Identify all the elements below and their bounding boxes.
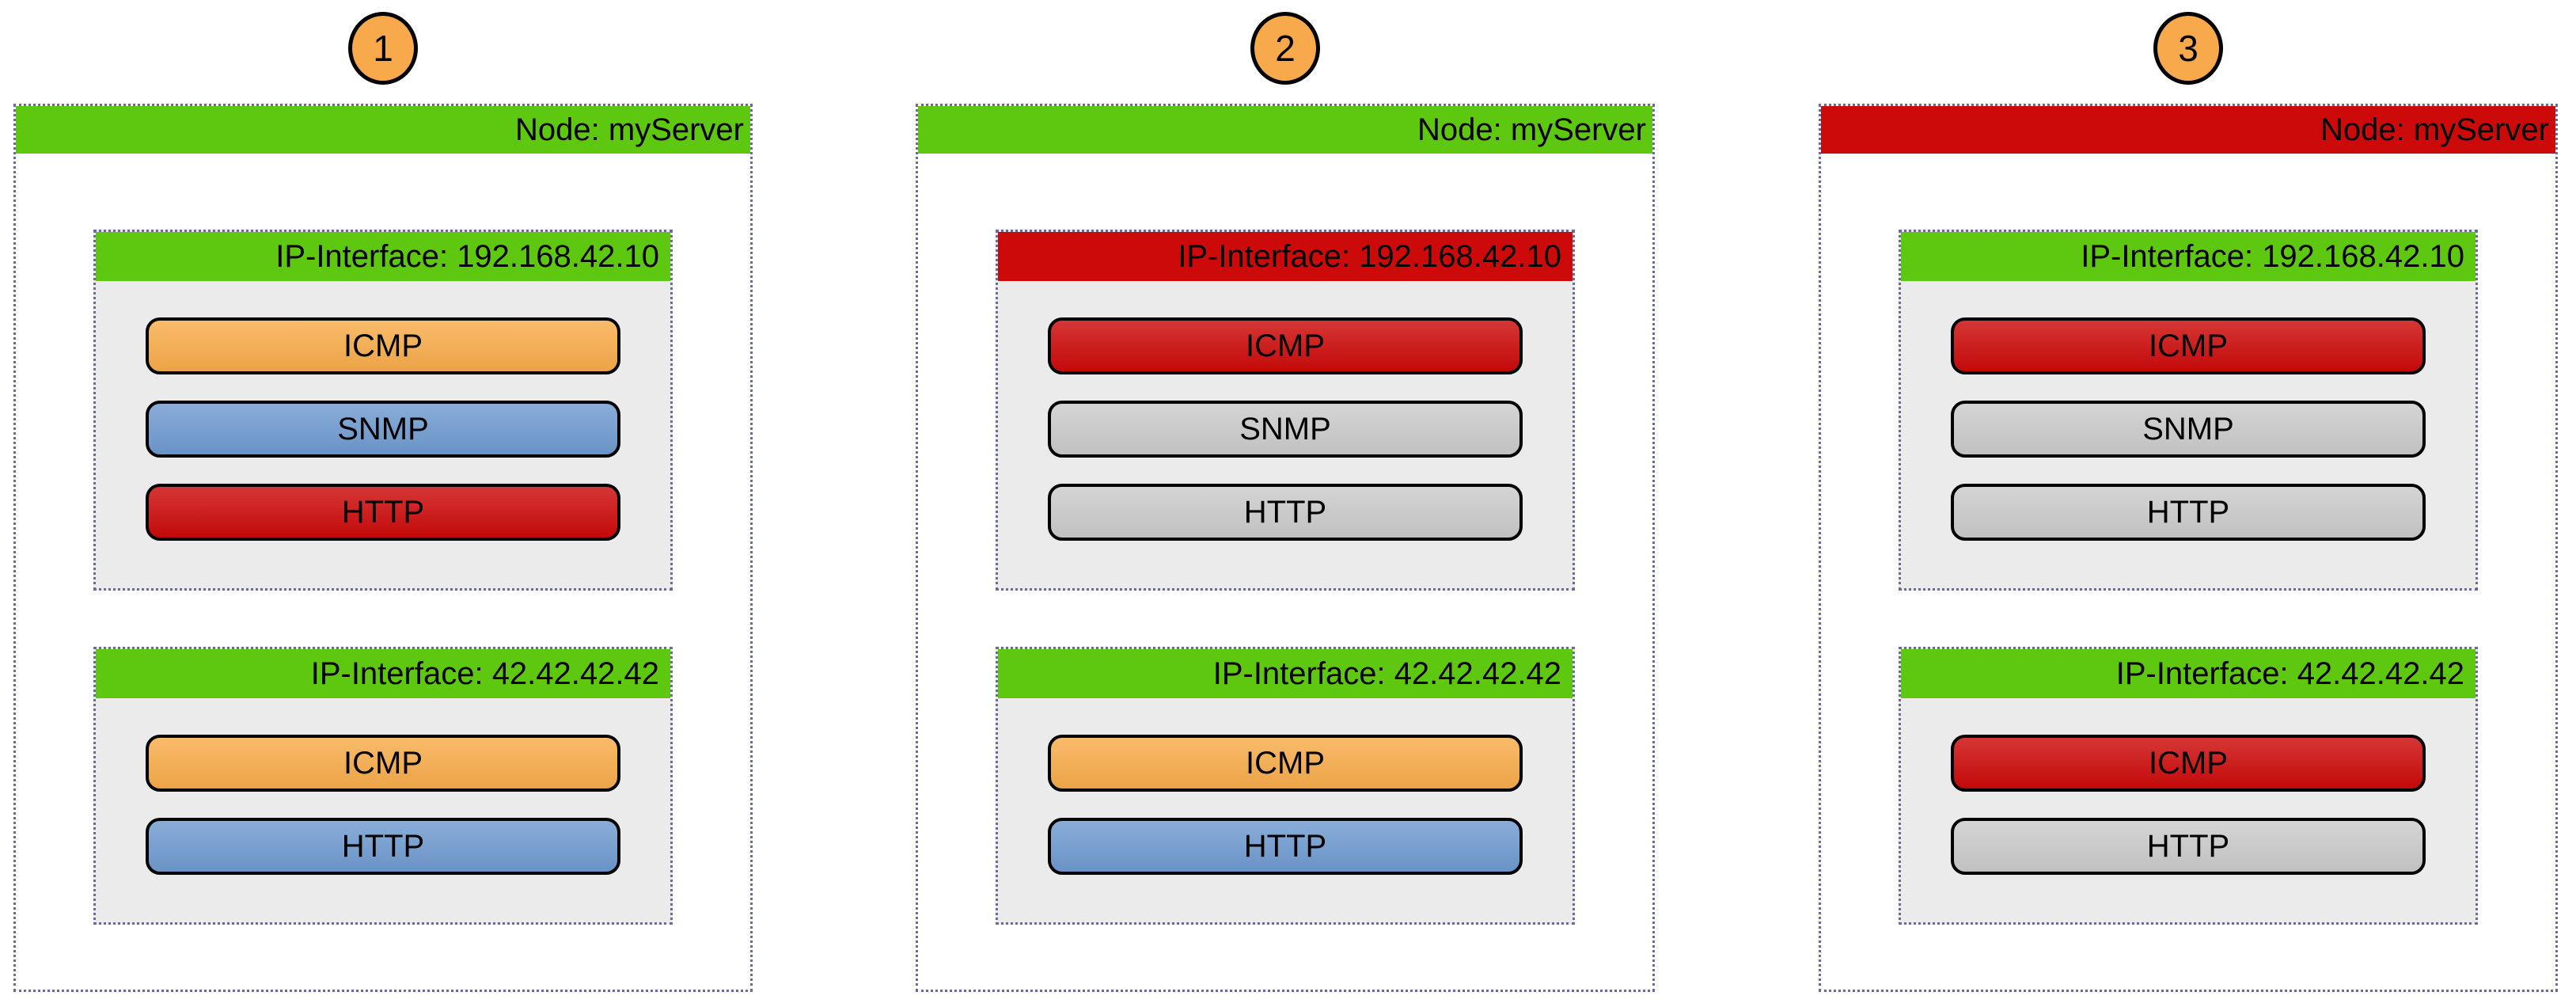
- service-pill: HTTP: [146, 818, 620, 875]
- service-pill: SNMP: [1048, 401, 1523, 458]
- service-pill: HTTP: [1048, 818, 1523, 875]
- node-header-bar: Node: myServer: [16, 106, 750, 154]
- step-number: 3: [2178, 28, 2199, 69]
- service-pill: SNMP: [146, 401, 620, 458]
- ip-interface-title: IP-Interface: 42.42.42.42: [310, 656, 659, 691]
- node-panel: 1 Node: myServer IP-Interface: 192.168.4…: [13, 12, 753, 992]
- ip-interface-header-bar: IP-Interface: 192.168.42.10: [96, 232, 670, 281]
- service-label: HTTP: [341, 494, 425, 530]
- service-label: ICMP: [343, 328, 423, 363]
- service-label: HTTP: [341, 828, 425, 864]
- node-box: Node: myServer IP-Interface: 192.168.42.…: [916, 104, 1655, 992]
- ip-interface-title: IP-Interface: 42.42.42.42: [1212, 656, 1561, 691]
- ip-interface-header-bar: IP-Interface: 42.42.42.42: [998, 649, 1573, 698]
- service-pill: ICMP: [1048, 735, 1523, 792]
- ip-interface-box: IP-Interface: 192.168.42.10 ICMP SNMP HT…: [996, 230, 1575, 591]
- ip-interface-header-bar: IP-Interface: 42.42.42.42: [1901, 649, 2475, 698]
- ip-interface-body: ICMP SNMP HTTP: [96, 281, 670, 588]
- service-pill: HTTP: [1048, 484, 1523, 541]
- ip-interface-body: ICMP HTTP: [96, 698, 670, 922]
- ip-interface-header-bar: IP-Interface: 42.42.42.42: [96, 649, 670, 698]
- node-title: Node: myServer: [515, 112, 744, 147]
- service-label: SNMP: [2142, 411, 2234, 446]
- service-pill: ICMP: [146, 317, 620, 374]
- service-pill: HTTP: [1951, 818, 2426, 875]
- ip-interface-body: ICMP SNMP HTTP: [1901, 281, 2475, 588]
- node-title: Node: myServer: [2320, 112, 2549, 147]
- ip-interface-box: IP-Interface: 42.42.42.42 ICMP HTTP: [996, 647, 1575, 925]
- ip-interface-body: ICMP HTTP: [1901, 698, 2475, 922]
- service-label: ICMP: [1246, 328, 1325, 363]
- service-pill: ICMP: [1048, 317, 1523, 374]
- ip-interface-header-bar: IP-Interface: 192.168.42.10: [1901, 232, 2475, 281]
- service-pill: ICMP: [146, 735, 620, 792]
- ip-interface-title: IP-Interface: 192.168.42.10: [1178, 238, 1561, 274]
- step-number-badge: 1: [348, 12, 418, 85]
- node-box: Node: myServer IP-Interface: 192.168.42.…: [13, 104, 753, 992]
- node-body: IP-Interface: 192.168.42.10 ICMP SNMP HT…: [1821, 154, 2555, 925]
- step-number: 2: [1275, 28, 1296, 69]
- ip-interface-box: IP-Interface: 192.168.42.10 ICMP SNMP HT…: [1899, 230, 2478, 591]
- ip-interface-body: ICMP SNMP HTTP: [998, 281, 1573, 588]
- node-header-bar: Node: myServer: [918, 106, 1652, 154]
- ip-interface-box: IP-Interface: 42.42.42.42 ICMP HTTP: [93, 647, 673, 925]
- ip-interface-title: IP-Interface: 42.42.42.42: [2115, 656, 2464, 691]
- step-number-badge: 2: [1250, 12, 1320, 85]
- step-number-badge: 3: [2153, 12, 2223, 85]
- node-panel: 2 Node: myServer IP-Interface: 192.168.4…: [916, 12, 1655, 992]
- service-label: HTTP: [1243, 828, 1327, 864]
- node-body: IP-Interface: 192.168.42.10 ICMP SNMP HT…: [16, 154, 750, 925]
- step-number: 1: [373, 28, 393, 69]
- service-pill: SNMP: [1951, 401, 2426, 458]
- ip-interface-box: IP-Interface: 42.42.42.42 ICMP HTTP: [1899, 647, 2478, 925]
- service-label: ICMP: [2149, 328, 2228, 363]
- service-label: HTTP: [2146, 828, 2230, 864]
- ip-interface-box: IP-Interface: 192.168.42.10 ICMP SNMP HT…: [93, 230, 673, 591]
- ip-interface-title: IP-Interface: 192.168.42.10: [275, 238, 659, 274]
- ip-interface-header-bar: IP-Interface: 192.168.42.10: [998, 232, 1573, 281]
- ip-interface-title: IP-Interface: 192.168.42.10: [2081, 238, 2464, 274]
- service-pill: HTTP: [146, 484, 620, 541]
- ip-interface-body: ICMP HTTP: [998, 698, 1573, 922]
- node-body: IP-Interface: 192.168.42.10 ICMP SNMP HT…: [918, 154, 1652, 925]
- service-label: HTTP: [1243, 494, 1327, 530]
- service-label: ICMP: [1246, 745, 1325, 781]
- node-panel: 3 Node: myServer IP-Interface: 192.168.4…: [1819, 12, 2558, 992]
- node-box: Node: myServer IP-Interface: 192.168.42.…: [1819, 104, 2558, 992]
- service-pill: ICMP: [1951, 735, 2426, 792]
- service-label: SNMP: [1239, 411, 1331, 446]
- service-label: ICMP: [343, 745, 423, 781]
- node-title: Node: myServer: [1417, 112, 1646, 147]
- service-pill: HTTP: [1951, 484, 2426, 541]
- service-pill: ICMP: [1951, 317, 2426, 374]
- service-label: SNMP: [337, 411, 429, 446]
- node-header-bar: Node: myServer: [1821, 106, 2555, 154]
- service-label: HTTP: [2146, 494, 2230, 530]
- service-label: ICMP: [2149, 745, 2228, 781]
